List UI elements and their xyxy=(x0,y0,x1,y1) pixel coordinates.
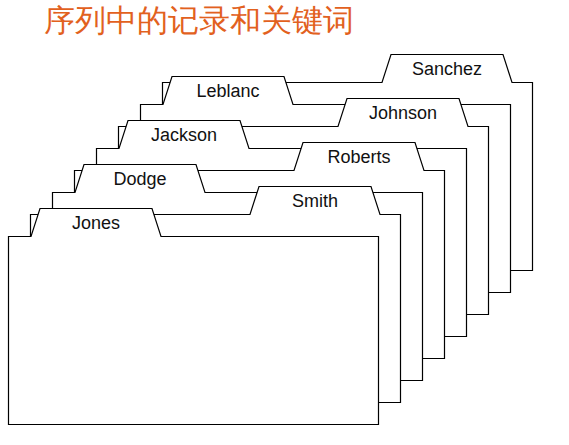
card-shape xyxy=(9,209,379,425)
card-shape xyxy=(97,121,467,337)
tab-label: Leblanc xyxy=(196,80,259,102)
card-shape xyxy=(31,187,401,403)
tab-label: Johnson xyxy=(369,102,437,124)
tab-label: Sanchez xyxy=(412,58,482,80)
title: 序列中的记录和关键词 xyxy=(44,2,354,39)
card-shape xyxy=(141,77,511,293)
card-shape xyxy=(119,99,489,315)
card-shape xyxy=(53,165,423,381)
folder-card: Jones xyxy=(8,208,379,425)
tab-label: Roberts xyxy=(327,146,390,168)
card-shape xyxy=(163,55,533,271)
tab-label: Jackson xyxy=(151,124,217,146)
card-shape xyxy=(75,143,445,359)
tab-label: Smith xyxy=(292,190,338,212)
card-outline xyxy=(8,208,379,425)
tab-label: Dodge xyxy=(113,168,166,190)
tab-label: Jones xyxy=(72,212,120,234)
